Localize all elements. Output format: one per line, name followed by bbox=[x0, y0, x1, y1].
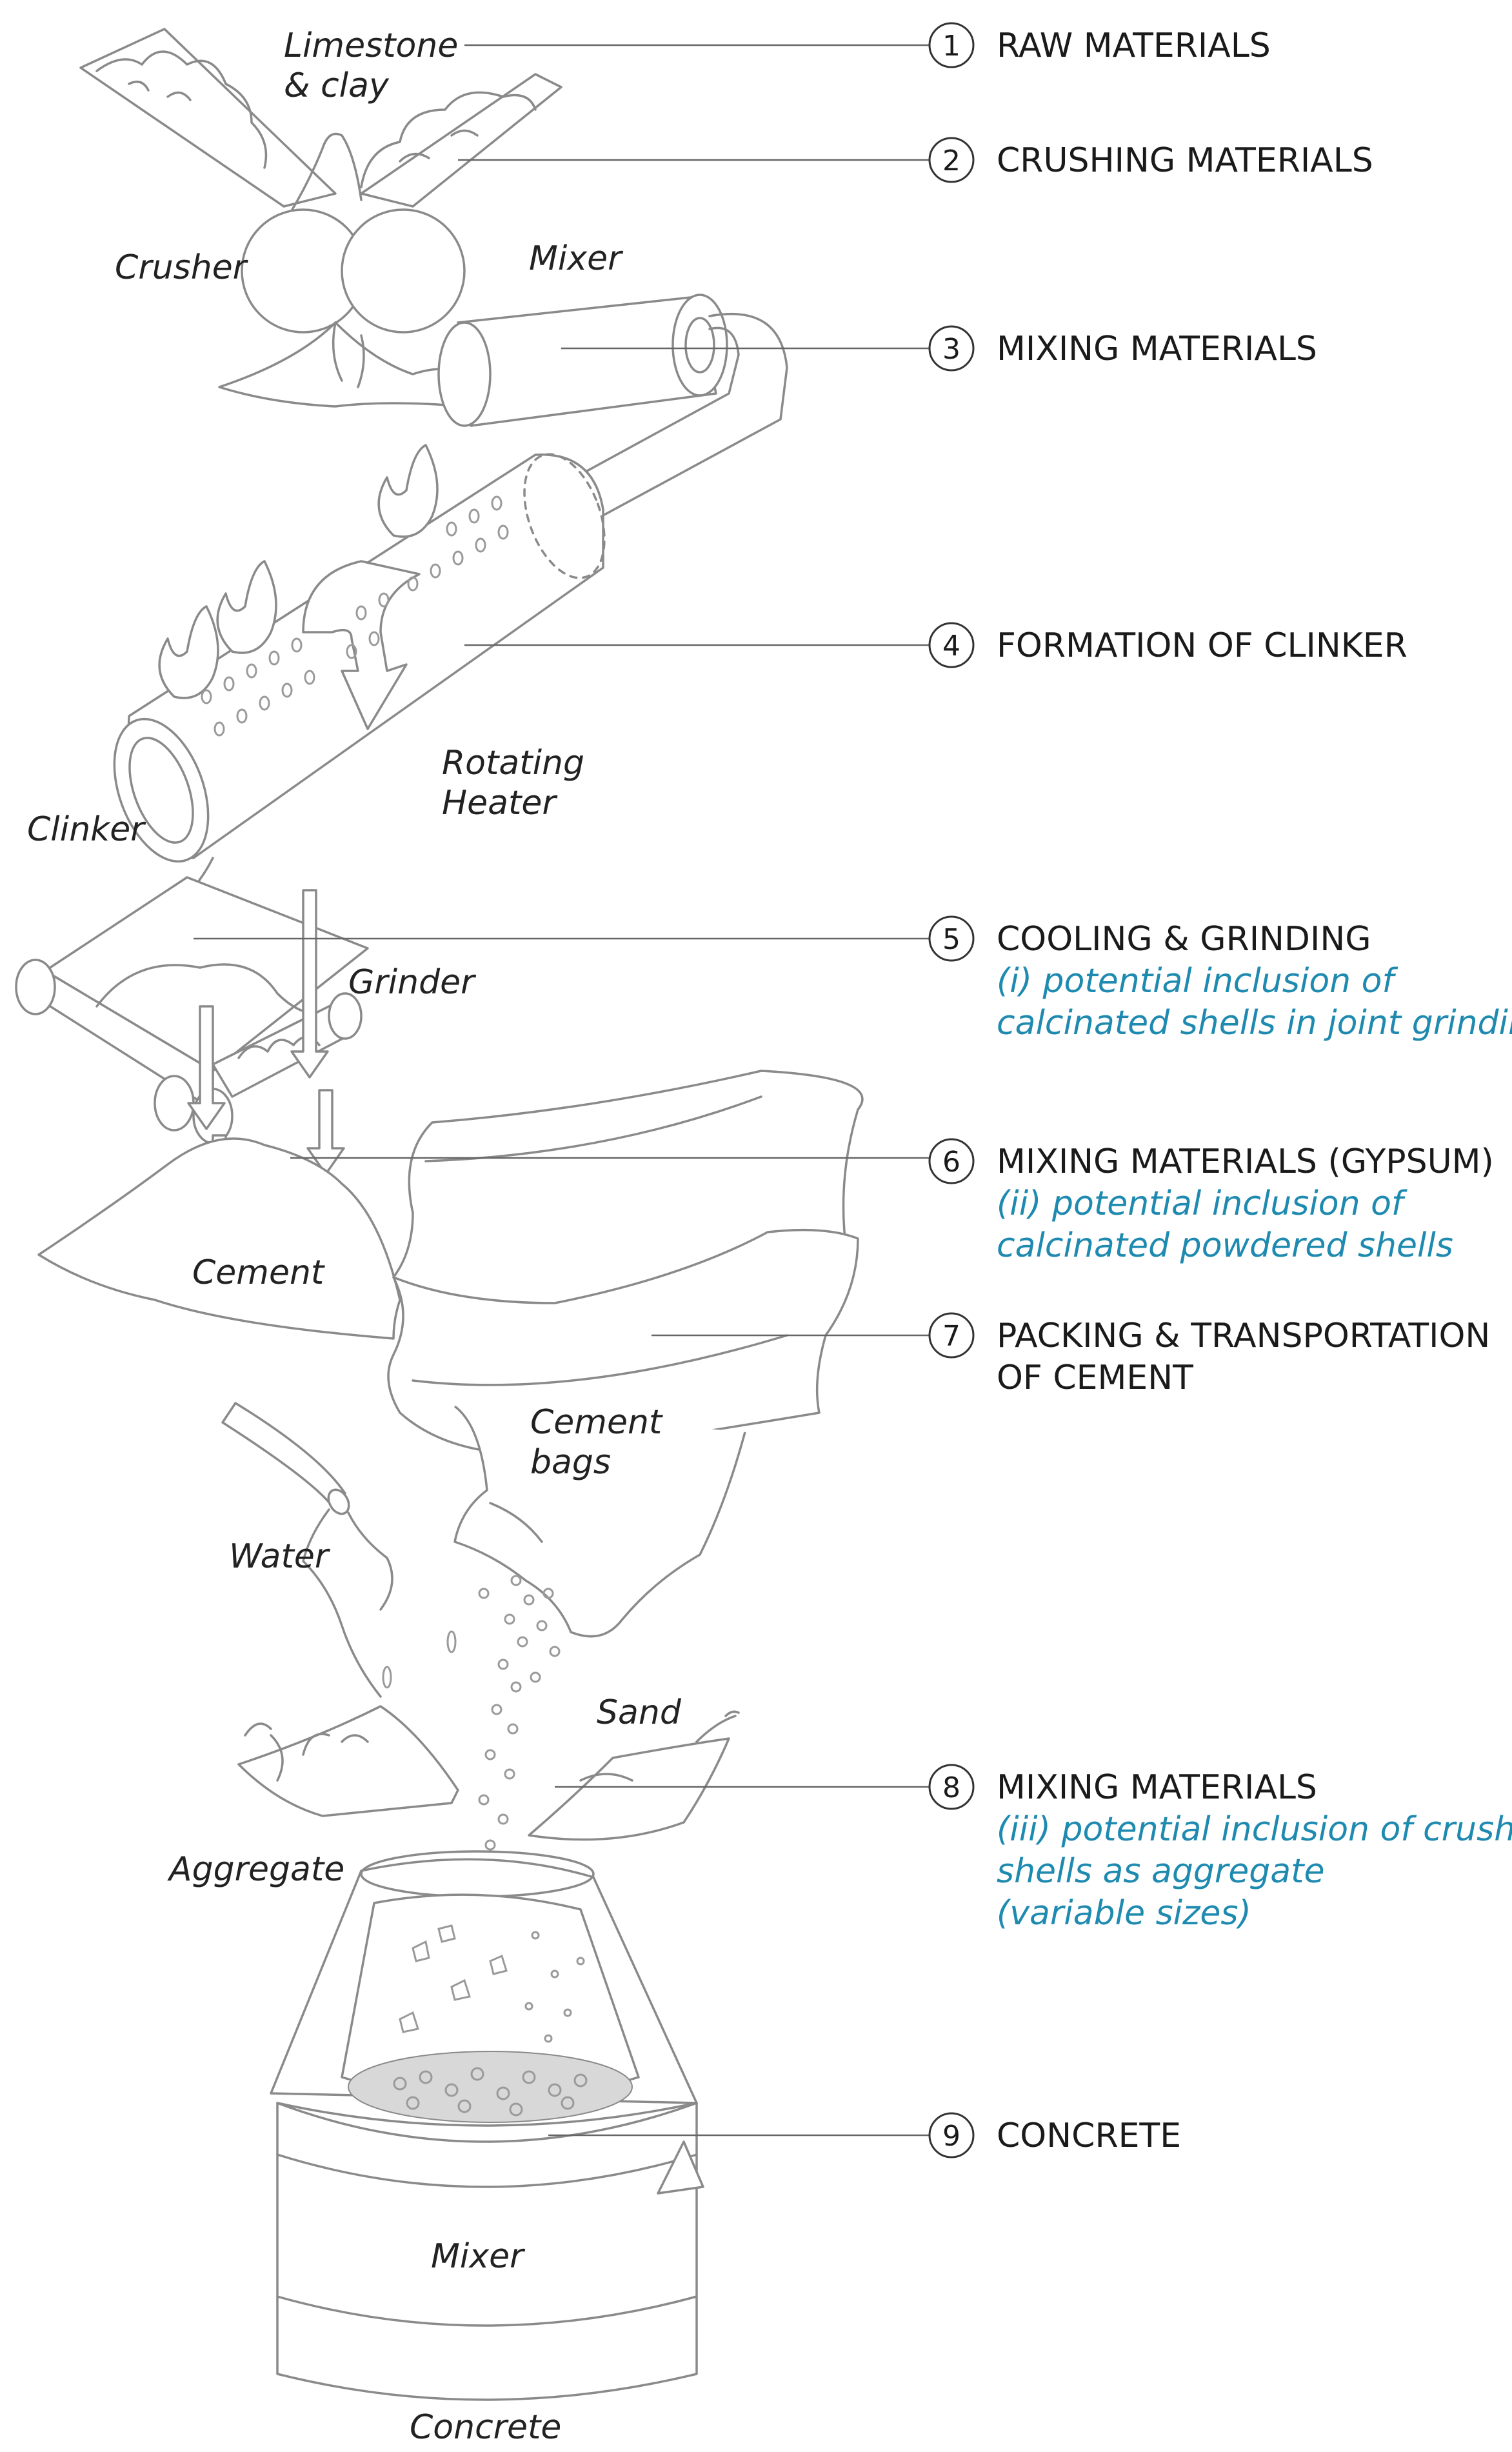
conveyor-grinder-drawing bbox=[15, 857, 369, 1195]
step-note-5b: calcinated shells in joint grinding bbox=[997, 1004, 1512, 1042]
label-crusher: Crusher bbox=[115, 248, 249, 287]
step-name-7: PACKING & TRANSPORTATION bbox=[997, 1317, 1490, 1355]
step-circle-3 bbox=[928, 325, 975, 372]
step-number-3: 3 bbox=[942, 333, 960, 366]
aggregate-chunks bbox=[399, 1924, 585, 2043]
label-sand: Sand bbox=[597, 1693, 682, 1732]
aggregate-tray-drawing bbox=[237, 1705, 459, 1817]
step-note-8c: (variable sizes) bbox=[997, 1894, 1251, 1933]
raw-material-tray-right bbox=[360, 73, 562, 208]
step-note-8b: shells as aggregate bbox=[997, 1852, 1325, 1891]
label-clinker: Clinker bbox=[27, 810, 146, 849]
step-circle-7 bbox=[928, 1312, 975, 1359]
step-note-6b: calcinated powdered shells bbox=[997, 1226, 1453, 1265]
label-mixer-top: Mixer bbox=[529, 239, 624, 278]
cement-bags-drawing bbox=[387, 1070, 864, 1455]
step-number-7: 7 bbox=[942, 1320, 960, 1353]
label-cement-bags-1: Cement bbox=[530, 1403, 663, 1442]
leader-lines bbox=[194, 44, 929, 2137]
step-name-2: CRUSHING MATERIALS bbox=[997, 141, 1373, 180]
label-concrete: Concrete bbox=[410, 2408, 561, 2447]
step-circle-4 bbox=[928, 622, 975, 668]
step-circle-1 bbox=[928, 22, 975, 68]
mixer-drum-drawing bbox=[437, 294, 788, 588]
step-circles: 1 2 3 4 5 6 7 8 9 bbox=[928, 22, 975, 2158]
label-aggregate: Aggregate bbox=[167, 1850, 344, 1889]
sand-tray-drawing bbox=[528, 1710, 740, 1841]
step-circle-6 bbox=[928, 1138, 975, 1184]
step-name-5: COOLING & GRINDING bbox=[997, 920, 1371, 959]
label-cement: Cement bbox=[192, 1253, 325, 1292]
step-number-9: 9 bbox=[942, 2120, 960, 2153]
step-number-2: 2 bbox=[942, 145, 960, 177]
kiln-holes bbox=[201, 495, 509, 737]
step-name-1: RAW MATERIALS bbox=[997, 26, 1271, 65]
water-pipe-drawing bbox=[221, 1402, 457, 1698]
cement-pile-drawing bbox=[37, 1137, 401, 1340]
step-circle-9 bbox=[928, 2112, 975, 2158]
label-rotating: Rotating bbox=[442, 744, 584, 782]
step-number-5: 5 bbox=[942, 923, 960, 956]
step-circle-2 bbox=[928, 137, 975, 183]
step-note-6a: (ii) potential inclusion of bbox=[997, 1184, 1408, 1223]
step-name-9: CONCRETE bbox=[997, 2117, 1181, 2155]
step-name-3: MIXING MATERIALS bbox=[997, 330, 1317, 368]
step-note-8a: (iii) potential inclusion of crushed bbox=[997, 1810, 1512, 1849]
raw-material-tray-left bbox=[79, 28, 337, 208]
step-number-4: 4 bbox=[942, 630, 960, 663]
drawing-labels: Limestone & clay Crusher Mixer Rotating … bbox=[27, 26, 682, 2447]
step-name-4: FORMATION OF CLINKER bbox=[997, 626, 1408, 665]
label-limestone: Limestone bbox=[284, 26, 458, 65]
rotating-heater-drawing bbox=[113, 444, 606, 863]
step-name-6: MIXING MATERIALS (GYPSUM) bbox=[997, 1142, 1494, 1181]
step-circle-8 bbox=[928, 1764, 975, 1810]
gravel-dots bbox=[393, 2067, 588, 2117]
step-number-8: 8 bbox=[942, 1771, 960, 1804]
step-circle-5 bbox=[928, 915, 975, 962]
falling-particles bbox=[472, 1575, 561, 1896]
label-clay: & clay bbox=[284, 66, 390, 105]
step-texts: RAW MATERIALS CRUSHING MATERIALS MIXING … bbox=[997, 26, 1512, 2155]
step-name-7b: OF CEMENT bbox=[997, 1359, 1193, 1397]
label-mixer-bottom: Mixer bbox=[431, 2237, 526, 2276]
step-name-8: MIXING MATERIALS bbox=[997, 1768, 1317, 1807]
concrete-mixer-drawing bbox=[270, 1850, 704, 2401]
label-cement-bags-2: bags bbox=[530, 1443, 611, 1482]
step-number-6: 6 bbox=[942, 1146, 960, 1179]
label-heater: Heater bbox=[442, 784, 558, 822]
label-grinder: Grinder bbox=[348, 963, 477, 1002]
label-water: Water bbox=[229, 1537, 331, 1576]
step-note-5a: (i) potential inclusion of bbox=[997, 962, 1398, 1001]
step-number-1: 1 bbox=[942, 30, 960, 63]
pouring-bag-drawing bbox=[453, 1405, 746, 1638]
